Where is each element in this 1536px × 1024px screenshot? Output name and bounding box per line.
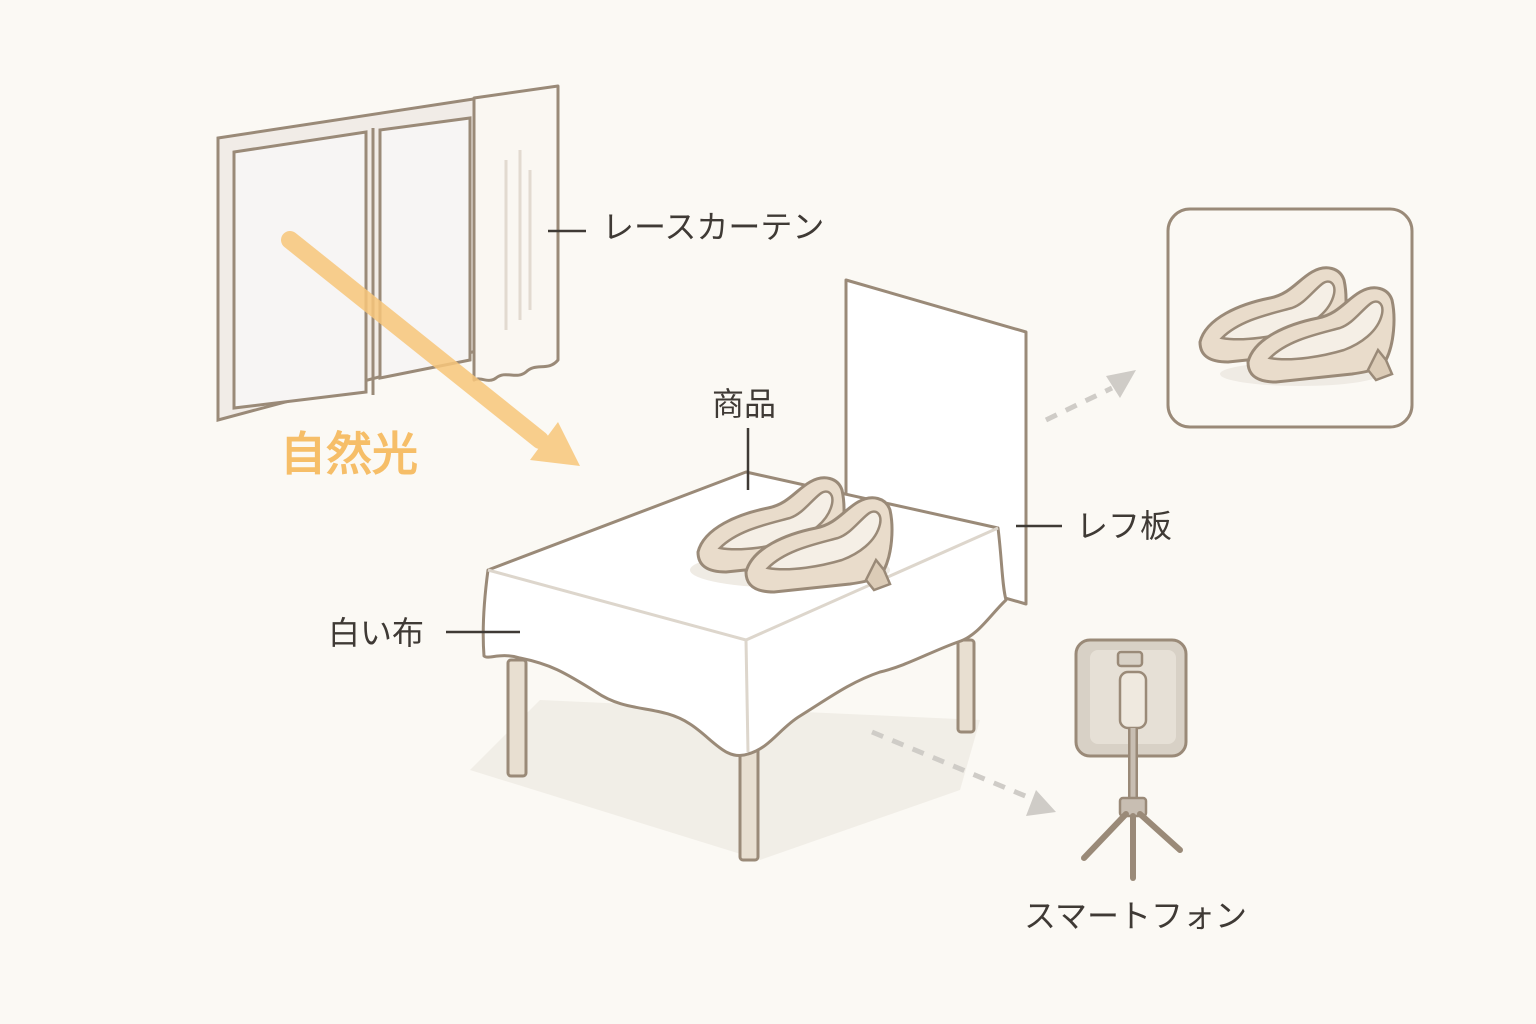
lace-curtain-label: レースカーテン [602, 208, 825, 246]
product-label: 商品 [712, 385, 777, 423]
white-cloth-label: 白い布 [328, 614, 425, 652]
window [216, 96, 482, 422]
dashed-arrow-preview [1044, 370, 1136, 423]
smartphone-label: スマートフォン [1024, 897, 1248, 935]
table-shadow [470, 700, 980, 860]
natural-light-arrow [281, 231, 580, 466]
smartphone-tripod [1074, 638, 1188, 881]
lace-curtain [472, 84, 560, 382]
natural-light-label: 自然光 [280, 427, 418, 481]
result-photo-frame [1166, 207, 1414, 429]
dashed-arrow-smartphone [871, 729, 1056, 816]
table-legs [506, 638, 976, 862]
reflector-label: レフ板 [1076, 507, 1173, 545]
product-shoes [690, 476, 894, 594]
